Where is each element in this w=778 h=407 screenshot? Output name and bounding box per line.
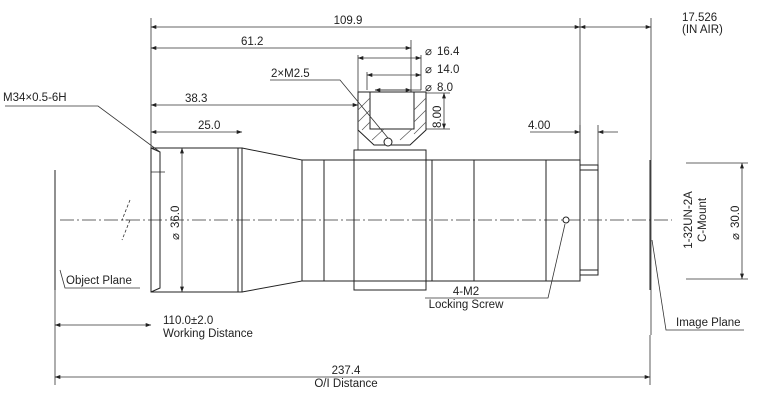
mount-thread-label: 2×M2.5 [271, 68, 310, 80]
dim-back-focus-note: (IN AIR) [682, 24, 723, 36]
oi-distance-value: 237.4 [332, 365, 361, 377]
dim-to-mount-hole: 61.2 [241, 36, 263, 48]
dim-to-front-step: 38.3 [185, 93, 207, 105]
dia-16-4-symbol: ⌀ [425, 46, 432, 58]
dia-14-0-symbol: ⌀ [425, 64, 432, 76]
dia-8-0: 8.0 [437, 82, 453, 94]
filter-thread-label: M34×0.5-6H [3, 92, 67, 104]
working-distance-value: 110.0±2.0 [163, 315, 213, 327]
dim-flange-thickness: 4.00 [528, 120, 550, 132]
locking-screw-spec: 4-M2 [453, 286, 479, 298]
dia-8-0-symbol: ⌀ [425, 82, 432, 94]
labels: 109.9 17.526 (IN AIR) 61.2 38.3 25.0 4.0… [3, 12, 742, 390]
image-plane-label: Image Plane [676, 317, 741, 329]
dim-overall-length: 109.9 [334, 15, 363, 27]
oi-distance-label: O/I Distance [314, 378, 377, 390]
mount-thread-spec: 1-32UN-2A [683, 191, 695, 249]
leader-lines [5, 79, 744, 331]
object-plane-mark [54, 170, 131, 290]
dim-depth-8-00: 8.00 [432, 106, 444, 128]
lens-body [150, 147, 599, 293]
dim-front-diameter: 36.0 [170, 206, 182, 228]
working-distance-label: Working Distance [163, 328, 253, 340]
mount-type: C-Mount [697, 197, 709, 242]
locking-screw-hole [562, 216, 570, 224]
dim-front-barrel: 25.0 [198, 120, 220, 132]
mount-hole-section [357, 91, 427, 147]
rear-diameter-symbol: ⌀ [730, 233, 742, 240]
extension-lines [54, 18, 748, 385]
dia-14-0: 14.0 [437, 64, 459, 76]
dim-rear-diameter: 30.0 [730, 206, 742, 228]
locking-screw-label: Locking Screw [429, 299, 504, 311]
object-plane-label: Object Plane [66, 275, 132, 287]
dia-16-4: 16.4 [437, 46, 460, 58]
front-diameter-symbol: ⌀ [170, 233, 182, 240]
dim-back-focus: 17.526 [682, 12, 717, 24]
dimension-lines [54, 25, 744, 379]
